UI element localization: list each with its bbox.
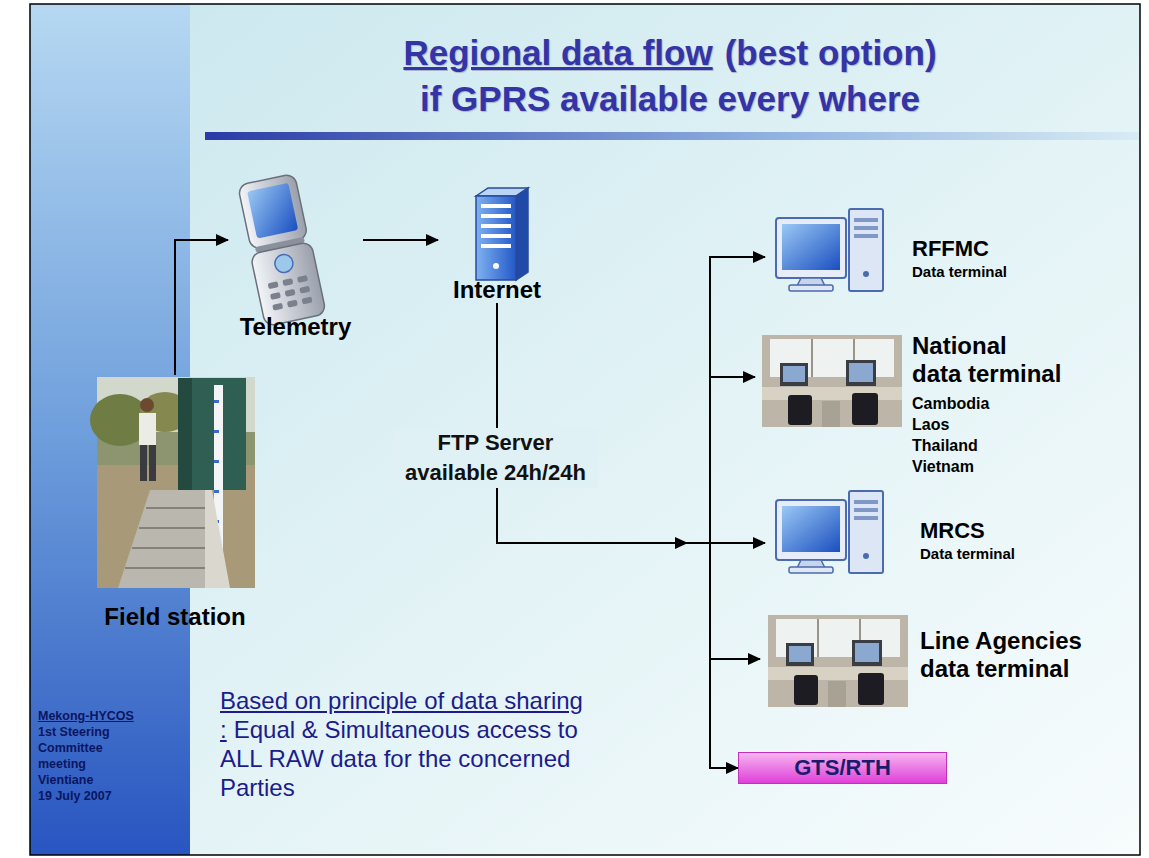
- ftp-note: FTP Server available 24h/24h: [393, 428, 598, 488]
- node-subtext: Thailand: [912, 435, 1095, 456]
- meeting-note: Mekong-HYCOS1st Steering Committee meeti…: [38, 708, 153, 804]
- data-terminal: RFFMCData terminal: [765, 208, 1055, 282]
- node-title: Line Agencies data terminal: [920, 627, 1125, 682]
- node-subtext: Data terminal: [920, 543, 1055, 564]
- meeting-org: Mekong-HYCOS: [38, 708, 153, 724]
- node-title: MRCS: [920, 518, 1055, 543]
- phone-icon: [236, 173, 327, 327]
- telemetry-node: Telemetry: [228, 178, 363, 341]
- field-station-photo: [90, 377, 255, 588]
- title-block: Regional data flow (best option) if GPRS a…: [200, 30, 1140, 122]
- node-title: RFFMC: [912, 236, 1055, 261]
- note-body: Equal & Simultaneous access to ALL RAW d…: [220, 716, 578, 801]
- flow-arrow: [363, 239, 438, 241]
- node-subtext: Cambodia: [912, 393, 1095, 414]
- office-photo: [762, 335, 902, 427]
- flow-arrow: [497, 304, 765, 543]
- node-title: Field station: [85, 603, 265, 631]
- flow-arrow: [175, 240, 228, 375]
- server-icon: [476, 188, 528, 280]
- side-strip: [30, 4, 190, 855]
- ftp-label: FTP Server available 24h/24h: [393, 428, 598, 488]
- data-terminal: MRCSData terminal: [765, 490, 1055, 564]
- principle-note: Based on principle of data sharing :Equa…: [220, 686, 620, 802]
- internet-node: Internet: [438, 188, 556, 304]
- node-title: Telemetry: [228, 313, 363, 341]
- title-note: (best option): [725, 33, 937, 72]
- title-text: Regional data flow: [403, 33, 712, 72]
- meeting-date: 19 July 2007: [38, 788, 153, 804]
- node-subtext: Laos: [912, 414, 1095, 435]
- node-subtext: Vietnam: [912, 456, 1095, 477]
- computer-icon: [776, 491, 883, 573]
- flow-arrow: [497, 304, 755, 543]
- node-subtext: Data terminal: [912, 261, 1055, 282]
- node-title: National data terminal: [912, 332, 1069, 387]
- node-title: Internet: [438, 276, 556, 304]
- computer-icon: [776, 209, 883, 291]
- title-line: Regional data flow (best option): [200, 30, 1140, 76]
- meeting-name: 1st Steering Committee meeting: [38, 724, 120, 772]
- line-agencies-terminal: Line Agencies data terminal: [760, 615, 1135, 682]
- office-photo: [768, 615, 908, 707]
- meeting-place: Vientiane: [38, 772, 153, 788]
- node-title: GTS/RTH: [749, 753, 936, 783]
- national-terminal: National data terminalCambodiaLaosThaila…: [755, 330, 1095, 477]
- slide-ground: [30, 4, 1140, 855]
- slide-border: [30, 4, 1140, 855]
- title-subline: if GPRS available every where: [200, 76, 1140, 122]
- field-station: Field station: [85, 375, 265, 631]
- gts-box: GTS/RTH: [738, 752, 947, 784]
- title-bar: [205, 132, 1140, 140]
